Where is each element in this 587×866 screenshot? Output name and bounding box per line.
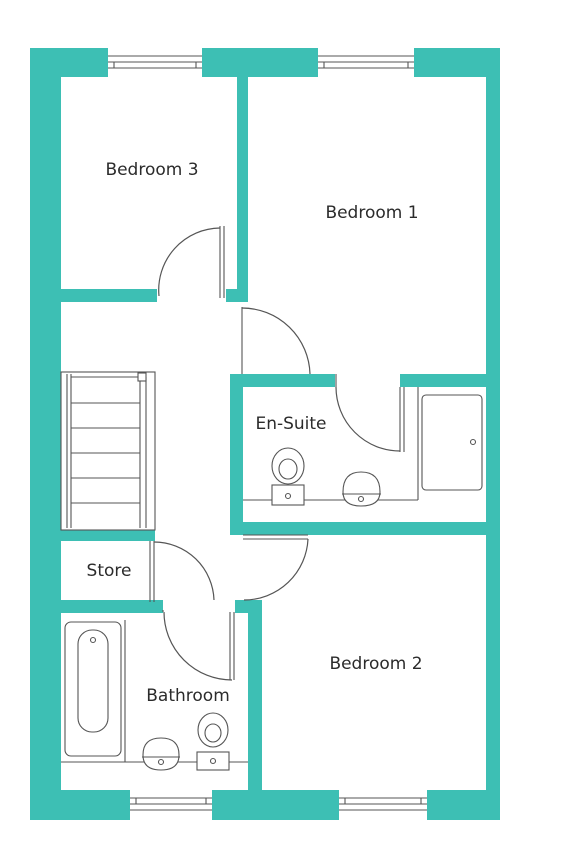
outer-wall-left — [30, 48, 61, 820]
room-label-store: Store — [87, 561, 132, 581]
ensuite-fixtures — [243, 387, 483, 507]
door-bedroom2 — [243, 534, 309, 601]
outer-wall-top — [30, 48, 500, 77]
doors — [149, 226, 405, 681]
wall-bedroom2-left — [248, 600, 262, 790]
room-label-bedroom3: Bedroom 3 — [105, 160, 198, 180]
outer-wall-bottom — [30, 790, 500, 820]
wall-ensuite-left — [230, 374, 243, 535]
basin-ensuite — [342, 471, 381, 507]
staircase — [60, 371, 156, 531]
window-bedroom3 — [108, 48, 202, 77]
window-bedroom1 — [318, 48, 414, 77]
room-labels: Bedroom 3 Bedroom 1 En-Suite Store Bathr… — [87, 160, 423, 706]
wall-bathroom-stub — [235, 600, 262, 613]
room-label-bedroom1: Bedroom 1 — [325, 203, 418, 223]
wall-store-bottom — [61, 600, 163, 613]
wall-ensuite-top-right — [400, 374, 486, 387]
room-label-ensuite: En-Suite — [255, 414, 326, 434]
wall-bedroom3-bottom — [61, 289, 157, 302]
door-bathroom — [162, 610, 235, 681]
door-bedroom1 — [241, 307, 311, 375]
bathroom-fixtures — [61, 620, 248, 771]
room-label-bedroom2: Bedroom 2 — [329, 654, 422, 674]
wall-bedroom3-right — [237, 77, 248, 292]
door-bedroom3 — [158, 226, 225, 298]
toilet-ensuite — [271, 447, 305, 506]
window-bedroom2 — [339, 790, 427, 820]
window-bathroom — [130, 790, 212, 820]
wall-bedroom3-stub — [226, 289, 248, 302]
door-store — [149, 541, 215, 602]
basin-bathroom — [142, 737, 180, 771]
wall-ensuite-bottom — [230, 522, 486, 535]
bathtub — [64, 621, 122, 757]
interior-walls — [61, 77, 486, 790]
outer-wall-right — [486, 48, 500, 820]
toilet-bathroom — [196, 712, 230, 771]
door-ensuite — [335, 374, 405, 452]
wall-store-top — [61, 528, 155, 541]
shower-tray — [421, 394, 483, 491]
room-label-bathroom: Bathroom — [146, 686, 230, 706]
windows — [108, 48, 427, 820]
wall-ensuite-top-left — [230, 374, 335, 387]
